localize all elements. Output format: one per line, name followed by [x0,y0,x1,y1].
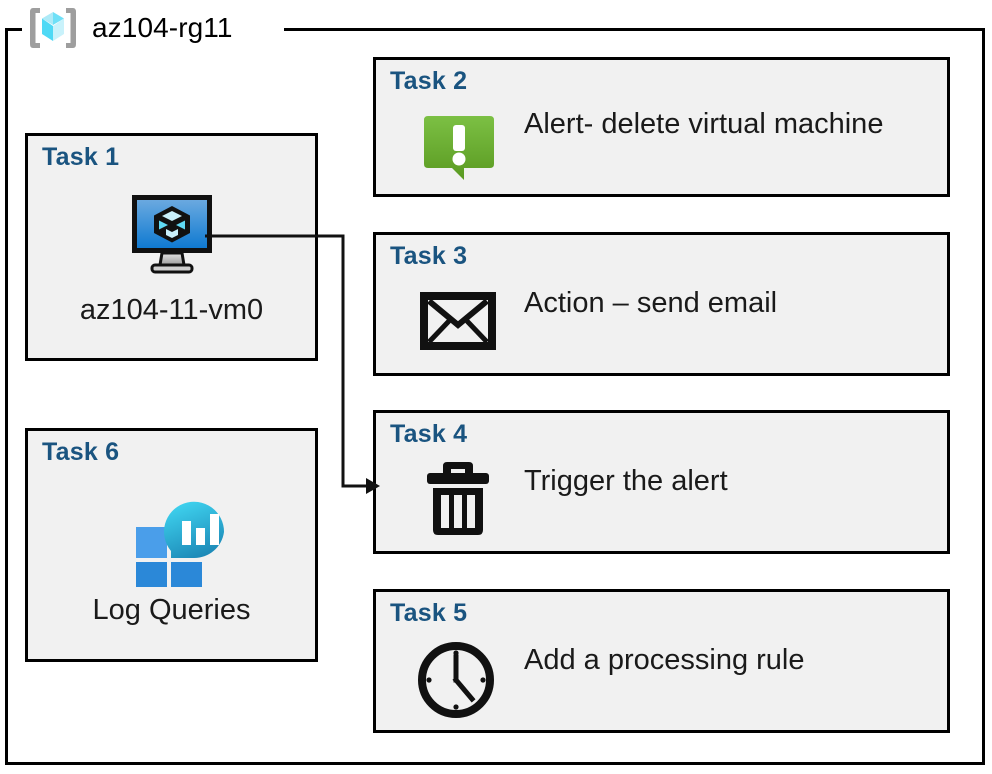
task-card-6[interactable]: Task 6 Log Queri [25,428,318,662]
task-6-label: Log Queries [92,594,251,626]
task-5-label: Add a processing rule [524,644,805,676]
resource-group-name: az104-rg11 [92,12,233,43]
email-envelope-icon [420,291,496,351]
task-card-5[interactable]: Task 5 Add a processing rule [373,589,950,733]
resource-group-header-gap [22,14,284,44]
task-4-title: Task 4 [390,420,468,448]
task-2-label: Alert- delete virtual machine [524,108,884,140]
resource-group-cube-icon [24,5,82,51]
task-card-2[interactable]: Task 2 Alert- delete virtual machine [373,57,950,197]
alert-exclamation-icon [420,112,498,184]
task-5-title: Task 5 [390,599,468,627]
task-6-title: Task 6 [42,438,120,466]
log-analytics-icon [128,489,232,587]
task-3-label: Action – send email [524,287,778,319]
trash-delete-icon [424,458,492,538]
virtual-machine-icon [126,191,218,277]
clock-icon [414,638,498,722]
task-3-title: Task 3 [390,242,468,270]
task-card-1[interactable]: Task 1 [25,133,318,361]
resource-group-container [5,28,985,765]
task-card-3[interactable]: Task 3 Action – send email [373,232,950,376]
task-card-4[interactable]: Task 4 Trigger the alert [373,410,950,554]
task-4-label: Trigger the alert [524,465,728,497]
task-1-title: Task 1 [42,143,120,171]
task-1-label: az104-11-vm0 [79,294,264,326]
task-2-title: Task 2 [390,67,468,95]
resource-group-header: az104-rg11 [24,4,233,52]
